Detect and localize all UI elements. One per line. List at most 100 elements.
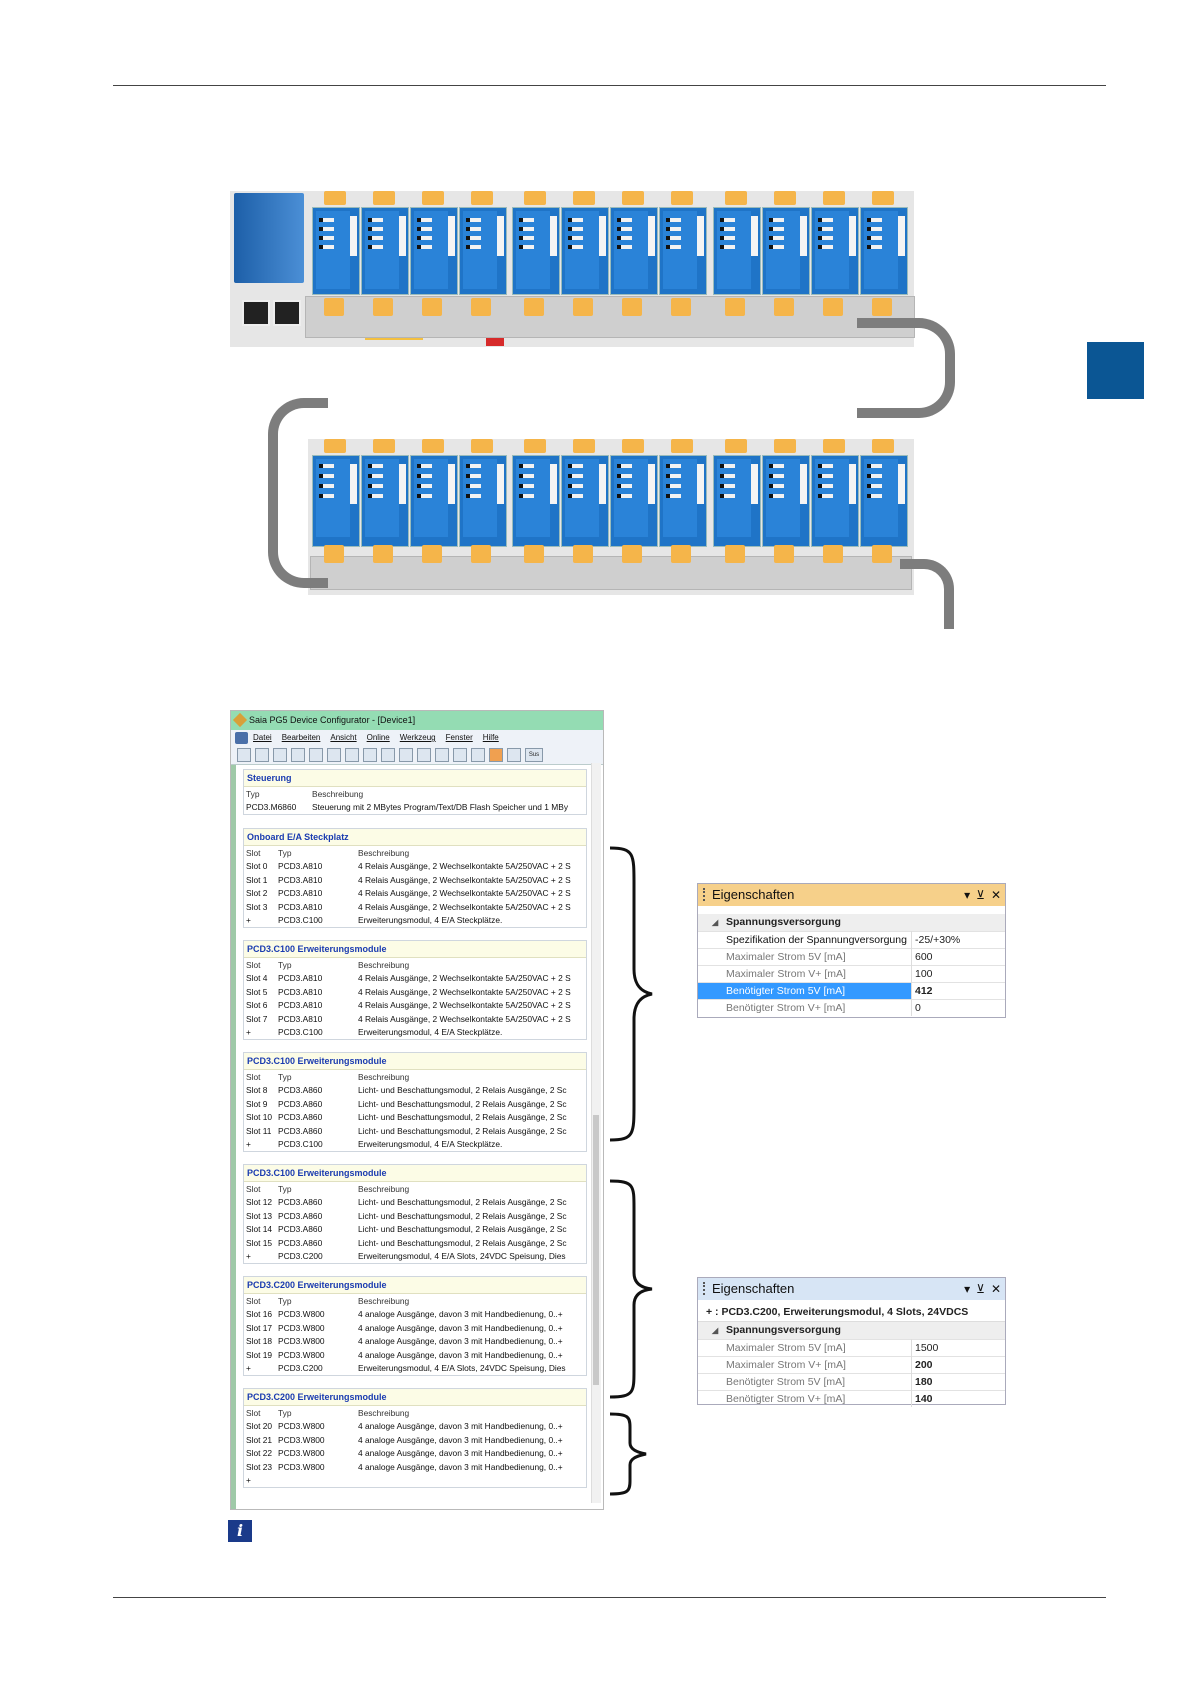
grip-icon[interactable]: [703, 888, 707, 901]
cell-desc: Licht- und Beschattungsmodul, 2 Relais A…: [358, 1237, 567, 1248]
property-row[interactable]: Benötigter Strom 5V [mA]412: [698, 982, 1005, 1000]
menu-online[interactable]: Online: [366, 733, 390, 742]
device-icon[interactable]: [235, 732, 248, 744]
cell-desc: 4 analoge Ausgänge, davon 3 mit Handbedi…: [358, 1448, 563, 1459]
paste-icon[interactable]: [363, 748, 377, 762]
property-row[interactable]: Maximaler Strom V+ [mA]200: [698, 1356, 1005, 1374]
table-row[interactable]: +: [244, 1474, 586, 1488]
download-icon[interactable]: [435, 748, 449, 762]
module-clip: [422, 439, 444, 453]
dropdown-icon[interactable]: ▾: [964, 1282, 971, 1296]
close-icon[interactable]: ✕: [990, 888, 1001, 902]
cell-typ: PCD3.W800: [278, 1434, 325, 1445]
sus-button[interactable]: Sus: [525, 748, 543, 762]
dropdown-icon[interactable]: ▾: [964, 888, 971, 902]
window-title: Saia PG5 Device Configurator - [Device1]: [249, 715, 416, 725]
undo-icon[interactable]: [381, 748, 395, 762]
io-module: [312, 207, 360, 295]
scrollbar[interactable]: [591, 763, 601, 1503]
section-header[interactable]: ◢Spannungsversorgung: [698, 1322, 1005, 1339]
properties-icon[interactable]: [489, 748, 503, 762]
property-row[interactable]: Benötigter Strom V+ [mA]140: [698, 1390, 1005, 1407]
io-module: [713, 207, 761, 295]
menu-fenster[interactable]: Fenster: [445, 733, 473, 742]
redo-icon[interactable]: [399, 748, 413, 762]
online-icon[interactable]: [417, 748, 431, 762]
print-icon[interactable]: [453, 748, 467, 762]
property-value[interactable]: 200: [911, 1356, 1005, 1374]
open-icon[interactable]: [255, 748, 269, 762]
scrollbar-thumb[interactable]: [593, 1115, 599, 1385]
menu-werkzeug[interactable]: Werkzeug: [399, 733, 436, 742]
cell-typ: PCD3.A860: [278, 1112, 323, 1123]
menu-datei[interactable]: Datei: [253, 733, 272, 742]
cell-slot: +: [246, 1475, 251, 1486]
io-module: [561, 207, 609, 295]
property-value[interactable]: -25/+30%: [911, 931, 1005, 949]
menu-bearbeiten[interactable]: Bearbeiten: [281, 733, 321, 742]
property-row[interactable]: Spezifikation der Spannungversorgung-25/…: [698, 931, 1005, 949]
copy-icon[interactable]: [345, 748, 359, 762]
menu-ansicht[interactable]: Ansicht: [330, 733, 357, 742]
property-value[interactable]: 180: [911, 1373, 1005, 1391]
property-row[interactable]: Maximaler Strom V+ [mA]100: [698, 965, 1005, 983]
property-value[interactable]: 1500: [911, 1339, 1005, 1357]
property-value[interactable]: 140: [911, 1390, 1005, 1407]
settings-icon[interactable]: [507, 748, 521, 762]
collapse-icon[interactable]: ◢: [712, 918, 719, 927]
new-icon[interactable]: [237, 748, 251, 762]
property-row[interactable]: Maximaler Strom 5V [mA]1500: [698, 1339, 1005, 1357]
upload-icon[interactable]: [273, 748, 287, 762]
cut-icon[interactable]: [327, 748, 341, 762]
save-all-icon[interactable]: [309, 748, 323, 762]
menu-hilfe[interactable]: Hilfe: [482, 733, 499, 742]
property-value[interactable]: 600: [911, 948, 1005, 966]
save-icon[interactable]: [291, 748, 305, 762]
property-value[interactable]: 0: [911, 999, 1005, 1016]
pin-icon[interactable]: ⊻: [976, 888, 985, 902]
bus-rail: [305, 296, 915, 338]
property-value[interactable]: 412: [911, 982, 1005, 1000]
property-row[interactable]: Maximaler Strom 5V [mA]600: [698, 948, 1005, 966]
group-header: PCD3.C200 Erweiterungsmodule: [244, 1277, 586, 1294]
property-row[interactable]: Benötigter Strom V+ [mA]0: [698, 999, 1005, 1016]
pin-icon[interactable]: ⊻: [976, 1282, 985, 1296]
section-header[interactable]: ◢Spannungsversorgung: [698, 914, 1005, 931]
grip-icon[interactable]: [703, 1282, 707, 1295]
collapse-icon[interactable]: ◢: [712, 1326, 719, 1335]
property-value[interactable]: 100: [911, 965, 1005, 983]
property-row[interactable]: Benötigter Strom 5V [mA]180: [698, 1373, 1005, 1391]
list-icon[interactable]: [471, 748, 485, 762]
close-icon[interactable]: ✕: [990, 1282, 1001, 1296]
